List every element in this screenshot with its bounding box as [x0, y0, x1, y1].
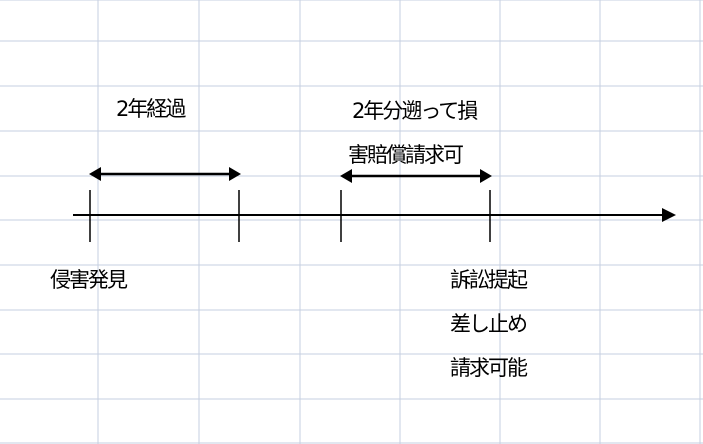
- timeline-arrowhead: [662, 208, 676, 222]
- label-retro-line1: 2年分遡って損: [352, 99, 478, 123]
- arrowhead-left: [89, 167, 101, 181]
- label-lawsuit-line1: 訴訟提起: [450, 268, 528, 292]
- label-retro-line2: 害賠償請求可: [348, 143, 464, 167]
- timeline: [73, 190, 676, 242]
- arrowhead-left: [340, 169, 352, 183]
- label-elapsed: 2年経過: [116, 97, 186, 121]
- arrowhead-right: [229, 167, 241, 181]
- label-lawsuit-line3: 請求可能: [450, 356, 528, 380]
- elapsed-span-arrow: [89, 167, 241, 181]
- label-lawsuit-line2: 差し止め: [450, 312, 528, 336]
- arrowhead-right: [480, 169, 492, 183]
- retro-span-arrow: [340, 169, 492, 183]
- label-discovery: 侵害発見: [50, 268, 128, 292]
